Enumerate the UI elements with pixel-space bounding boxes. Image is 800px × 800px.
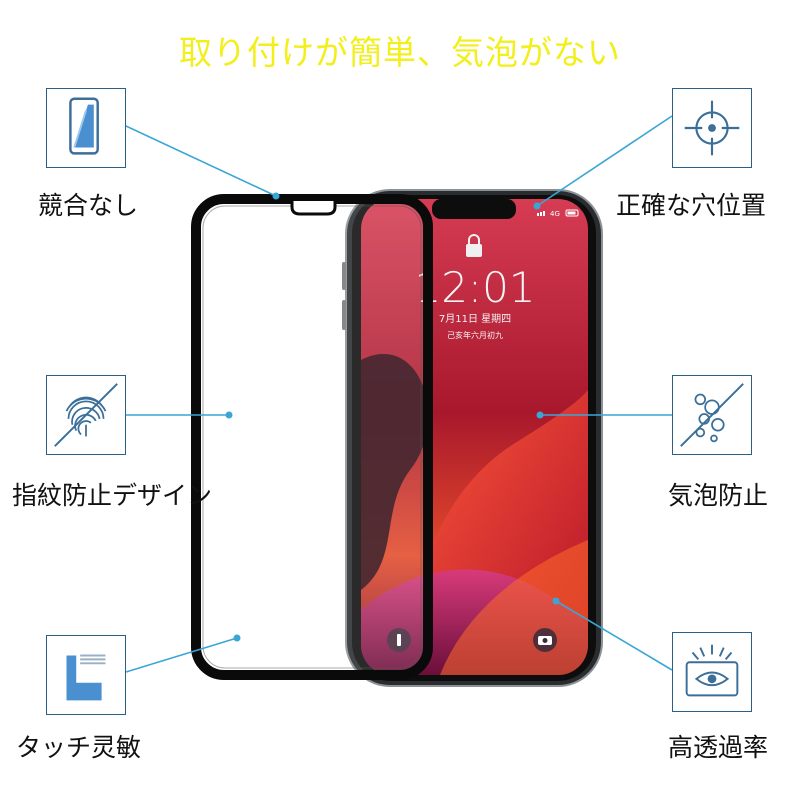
flashlight-button[interactable]: [387, 628, 411, 652]
lock-date: 7月11日 星期四: [439, 313, 511, 325]
bubbles-icon: [680, 383, 744, 447]
crosshair-icon: [684, 100, 740, 156]
feature-box-fingerprint: [46, 375, 126, 455]
feature-label-fingerprint: 指紋防止デザイン: [12, 481, 213, 510]
lock-icon: [466, 234, 482, 257]
eye-icon: [685, 644, 739, 697]
callout-lines: [125, 115, 673, 673]
feature-box-no-interference: [46, 88, 126, 168]
camera-icon: [538, 636, 552, 645]
phone-screen: [361, 199, 588, 675]
network-indicator: 4G: [550, 210, 560, 218]
feature-box-precise-holes: [672, 88, 752, 168]
phone-film-icon: [69, 97, 99, 155]
feature-box-anti-bubble: [672, 375, 752, 455]
feature-label-precise-holes: 正確な穴位置: [616, 191, 767, 220]
glass-film: [191, 194, 433, 680]
fingerprint-icon: [54, 383, 118, 447]
feature-label-transparency: 高透過率: [668, 733, 769, 762]
feature-label-touch: タッチ灵敏: [16, 733, 142, 762]
camera-button[interactable]: [533, 628, 557, 652]
feature-box-touch: [46, 635, 126, 715]
touch-hand-icon: [66, 654, 106, 701]
phone-notch: [432, 199, 516, 219]
feature-label-no-interference: 競合なし: [38, 191, 139, 220]
signal-icon: [537, 211, 545, 216]
lock-lunar-date: 己亥年六月初九: [447, 330, 503, 340]
headline: 取り付けが簡単、気泡がない: [179, 33, 621, 72]
feature-box-transparency: [672, 632, 752, 712]
lock-time: 12:01: [414, 263, 535, 312]
battery-icon: [565, 209, 579, 217]
feature-label-anti-bubble: 気泡防止: [668, 481, 769, 510]
